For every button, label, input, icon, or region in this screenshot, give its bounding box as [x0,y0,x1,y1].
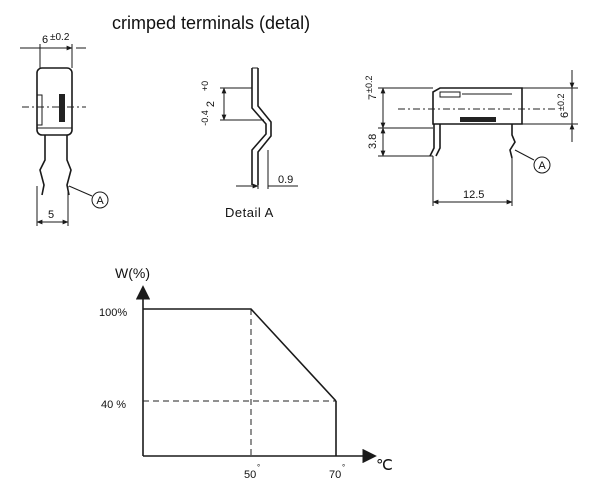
y-axis-label: W(%) [115,265,150,281]
height-dim-value: 7 [367,94,379,100]
thickness-dim-value: 0.9 [278,174,293,186]
pitch-dim-value: 5 [48,209,54,221]
width-dim-tol: ±0.2 [50,32,70,43]
front-view: 7 ±0.2 3.8 6 ±0.2 12.5 A [364,70,578,206]
body-dim-value: 6 [559,112,571,118]
pin-dim-value: 3.8 [367,134,379,149]
drawing-title: crimped terminals (detal) [112,13,310,33]
side-view: 6 ±0.2 5 A [20,32,109,226]
front-right-pin [509,124,516,159]
detail-dim-value: 2 [205,101,217,107]
callout-a-label: A [96,195,104,207]
detail-pin-outer [251,68,267,185]
width-dim-value: 6 [42,34,48,46]
x-tick-70: 70 [329,469,341,481]
callout-a-circle [91,191,109,209]
span-dim-value: 12.5 [463,189,484,201]
detail-caption: Detail A [225,205,274,220]
body-dim-tol: ±0.2 [556,94,566,111]
y-tick-40: 40 % [101,399,126,411]
height-dim-tol: ±0.2 [364,76,374,93]
front-top-bump [439,91,461,98]
detail-a-view: 2 +0 -0.4 0.9 Detail A [200,67,298,220]
x-axis-unit: ℃ [376,457,393,474]
detail-dim-minus: -0.4 [200,110,210,126]
derating-curve [143,308,337,402]
callout-a-circle [533,156,551,174]
callout-a-label: A [538,160,546,172]
x-tick-50: 50 [244,469,256,481]
x-tick-70-degree: ° [342,463,345,472]
front-left-pin [429,124,435,157]
derating-chart: W(%) ℃ 100% 40 % 50 ° 70 ° [99,265,393,481]
detail-dim-plus: +0 [200,81,210,91]
left-pin [39,135,46,196]
y-tick-100: 100% [99,307,127,319]
x-tick-50-degree: ° [257,463,260,472]
wiper-slot [59,94,65,122]
side-tab [36,94,43,126]
front-wiper-mark [460,117,496,122]
detail-pin-inner [257,68,272,185]
front-left-pin-inner [435,124,441,157]
callout-leader [514,149,535,161]
callout-leader [68,185,93,197]
